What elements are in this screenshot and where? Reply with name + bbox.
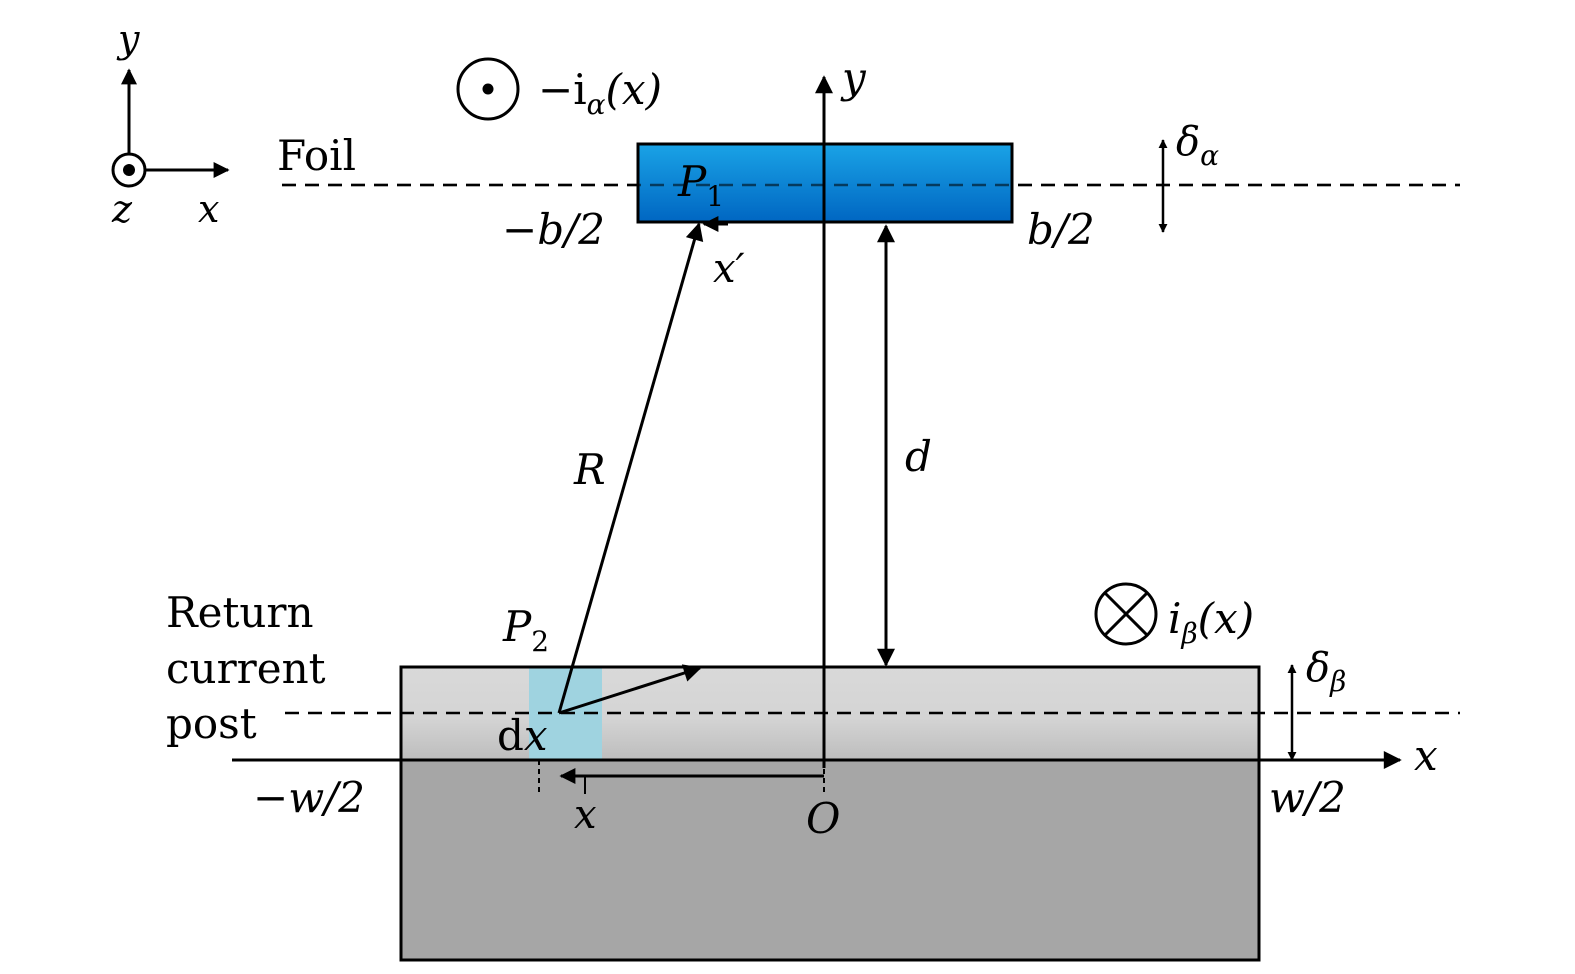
- foil-right-edge-label: b/2: [1027, 205, 1095, 254]
- post-label-line2: current: [166, 644, 326, 693]
- icon-z-label: z: [111, 187, 133, 231]
- icon-x-label: x: [198, 187, 219, 231]
- icon-y-label: y: [116, 17, 140, 61]
- foil-point-label: P1: [677, 157, 724, 213]
- delta-alpha-label: δα: [1176, 119, 1219, 172]
- current-direction-arrow: [558, 664, 702, 715]
- post-right-edge-label: w/2: [1269, 773, 1346, 822]
- R-label: R: [573, 445, 606, 494]
- xprime-label: x′: [713, 246, 745, 292]
- delta-beta-label: δβ: [1306, 645, 1346, 698]
- foil-current-sub: α: [587, 88, 606, 121]
- foil-left-edge-label: −b/2: [502, 205, 605, 254]
- center-y-label: y: [840, 53, 867, 102]
- post-point-label: P2: [502, 602, 549, 658]
- post-label-line1: Return: [166, 588, 314, 637]
- current-into-page-icon: [1094, 582, 1158, 646]
- post-body: [399, 758, 1261, 962]
- current-out-of-page-icon: [456, 57, 520, 121]
- coordinate-axes-icon: y z x: [111, 17, 230, 231]
- origin-label: O: [806, 794, 840, 843]
- bottom-x-label: x: [1414, 731, 1438, 780]
- foil-current-label: −iα(x): [538, 65, 662, 121]
- foil-label: Foil: [277, 131, 356, 180]
- post-left-edge-label: −w/2: [253, 773, 365, 822]
- dx-label: dx: [497, 711, 548, 760]
- R-vector: [557, 222, 704, 714]
- foil: [282, 142, 1460, 224]
- d-label: d: [905, 432, 932, 481]
- post-current-label: iβ(x): [1168, 594, 1254, 650]
- post-label-line3: post: [166, 699, 257, 748]
- x-position-label: x: [574, 792, 597, 838]
